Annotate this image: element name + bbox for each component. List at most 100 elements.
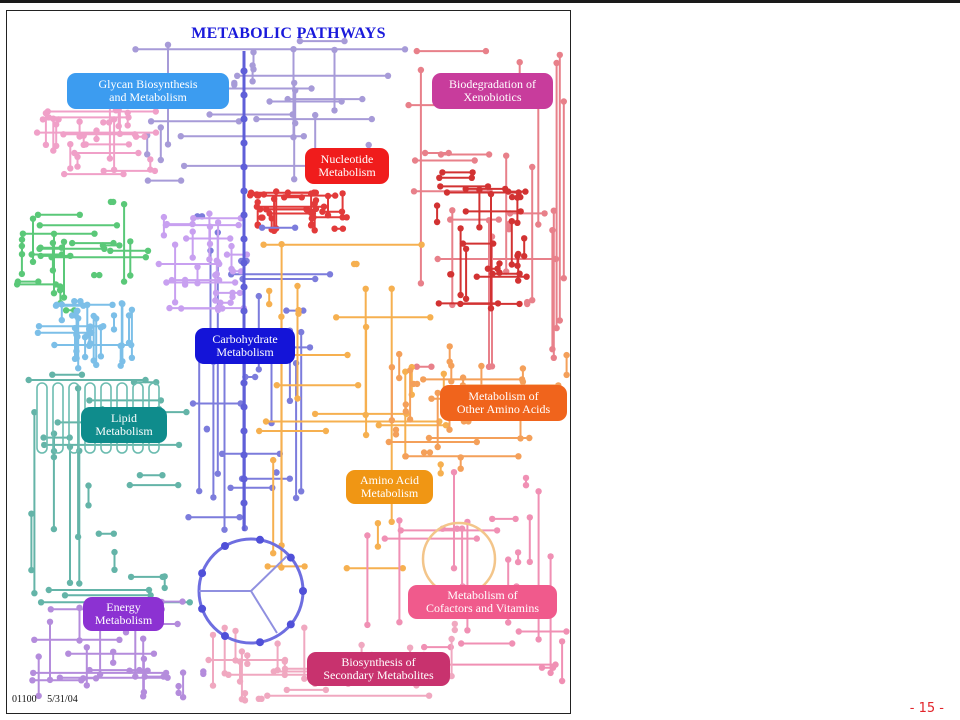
- compound-node: [58, 251, 65, 258]
- compound-node: [451, 626, 458, 634]
- label-xenobiotics[interactable]: Biodegradation of Xenobiotics: [432, 73, 553, 109]
- compound-node: [74, 533, 82, 541]
- compound-node: [151, 167, 159, 175]
- compound-node: [402, 368, 409, 375]
- compound-node: [428, 363, 435, 370]
- compound-node: [75, 365, 82, 372]
- compound-node: [260, 191, 268, 198]
- compound-node: [33, 129, 41, 136]
- compound-node: [87, 323, 94, 330]
- compound-node: [512, 515, 519, 523]
- compound-node: [339, 214, 346, 221]
- compound-node: [526, 558, 533, 566]
- compound-node: [362, 285, 369, 292]
- label-carbohydrate[interactable]: Carbohydrate Metabolism: [195, 328, 295, 364]
- compound-node: [448, 362, 455, 369]
- compound-node: [515, 453, 522, 460]
- compound-node: [240, 91, 248, 99]
- compound-node: [186, 599, 193, 606]
- compound-node: [65, 650, 72, 657]
- compound-node: [144, 177, 152, 184]
- label-glycan[interactable]: Glycan Biosynthesis and Metabolism: [67, 73, 229, 109]
- compound-node: [326, 271, 334, 278]
- tca-chord: [250, 555, 288, 592]
- compound-node: [83, 644, 91, 651]
- compound-node: [324, 212, 332, 219]
- compound-node: [30, 669, 37, 677]
- compound-node: [547, 669, 554, 677]
- compound-node: [107, 198, 115, 206]
- compound-node: [249, 62, 256, 69]
- compound-node: [552, 255, 560, 263]
- compound-node: [35, 323, 43, 330]
- compound-node: [448, 672, 455, 680]
- compound-node: [236, 514, 243, 521]
- tca-node: [299, 587, 307, 595]
- compound-node: [489, 515, 496, 523]
- compound-node: [553, 324, 560, 332]
- label-secondary-metabolites[interactable]: Biosynthesis of Secondary Metabolites: [307, 652, 450, 686]
- compound-node: [91, 271, 98, 279]
- label-energy[interactable]: Energy Metabolism: [83, 597, 164, 631]
- compound-node: [519, 378, 527, 385]
- compound-node: [183, 235, 190, 242]
- compound-node: [163, 279, 170, 286]
- compound-node: [221, 526, 228, 533]
- compound-node: [260, 241, 267, 248]
- compound-node: [76, 637, 83, 644]
- compound-node: [240, 451, 248, 459]
- label-xenobiotics-line2: Xenobiotics: [463, 90, 522, 104]
- compound-node: [109, 301, 116, 308]
- compound-node: [458, 640, 465, 647]
- compound-node: [29, 677, 36, 684]
- compound-node: [240, 67, 248, 75]
- compound-node: [249, 78, 256, 85]
- compound-node: [294, 395, 301, 402]
- compound-node: [142, 376, 149, 384]
- label-cofactors-line2: Cofactors and Vitamins: [425, 601, 540, 615]
- compound-node: [76, 604, 83, 611]
- compound-node: [256, 427, 263, 435]
- compound-node: [241, 690, 249, 697]
- compound-node: [519, 365, 527, 372]
- compound-node: [502, 185, 509, 193]
- compound-node: [439, 169, 446, 176]
- compound-node: [66, 579, 74, 586]
- compound-node: [160, 213, 168, 221]
- compound-node: [37, 244, 44, 251]
- compound-node: [117, 362, 124, 369]
- compound-node: [140, 688, 148, 696]
- compound-node: [159, 472, 166, 479]
- compound-node: [319, 208, 326, 215]
- compound-node: [53, 301, 60, 308]
- compound-node: [331, 107, 338, 114]
- compound-node: [147, 156, 154, 163]
- compound-node: [469, 169, 476, 176]
- label-lipid[interactable]: Lipid Metabolism: [81, 407, 167, 443]
- compound-node: [18, 242, 26, 250]
- compound-node: [71, 324, 79, 332]
- compound-node: [436, 174, 443, 181]
- compound-node: [514, 549, 522, 556]
- compound-node: [37, 599, 45, 606]
- compound-node: [401, 46, 409, 53]
- compound-node: [77, 298, 84, 305]
- compound-node: [31, 636, 38, 643]
- compound-node: [421, 643, 428, 651]
- compound-node: [278, 241, 285, 248]
- label-cofactors[interactable]: Metabolism of Cofactors and Vitamins: [408, 585, 557, 619]
- label-secondary-metabolites-line2: Secondary Metabolites: [323, 668, 434, 682]
- compound-node: [443, 189, 451, 196]
- compound-node: [255, 366, 262, 373]
- compound-node: [152, 129, 160, 136]
- compound-node: [47, 606, 54, 613]
- compound-node: [234, 72, 241, 79]
- compound-node: [160, 673, 167, 680]
- map-footer: 01100 5/31/04: [12, 694, 86, 705]
- label-nucleotide[interactable]: Nucleotide Metabolism: [305, 148, 389, 184]
- label-other-amino-acids[interactable]: Metabolism of Other Amino Acids: [440, 385, 567, 421]
- label-amino-acid[interactable]: Amino Acid Metabolism: [346, 470, 433, 504]
- compound-node: [508, 193, 516, 201]
- compound-node: [175, 689, 182, 697]
- compound-node: [110, 239, 117, 247]
